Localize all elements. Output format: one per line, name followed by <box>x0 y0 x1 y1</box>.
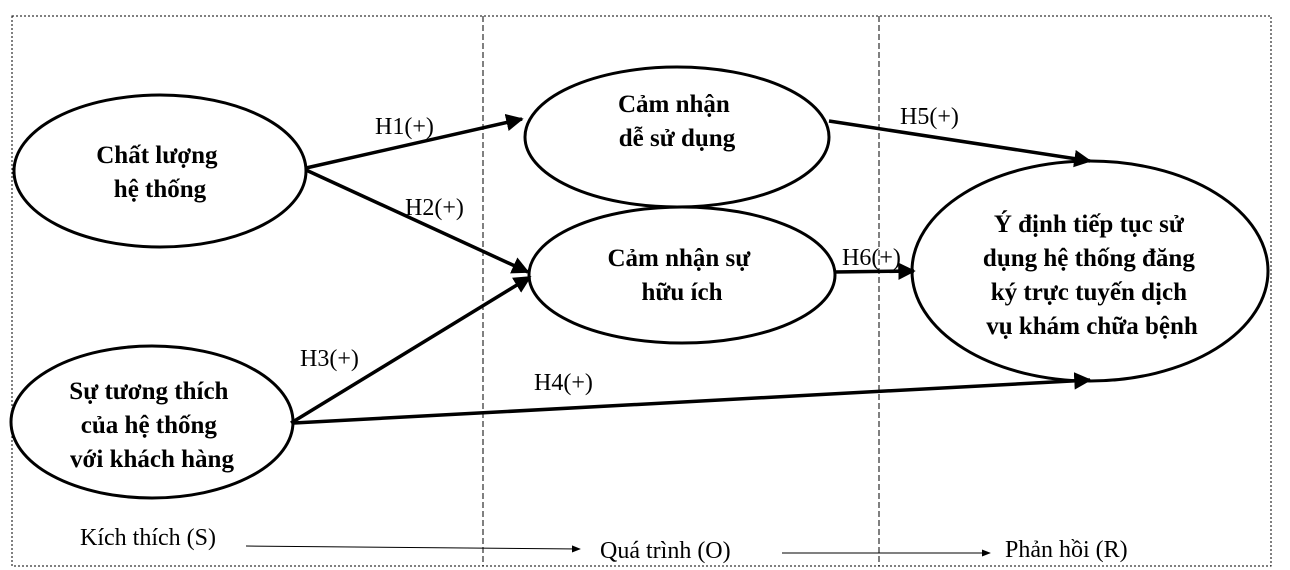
stage-arrow-s-to-o <box>245 545 581 553</box>
label-h1: H1(+) <box>375 114 434 140</box>
node-compatibility-line-3: với khách hàng <box>70 446 234 473</box>
node-usefulness <box>527 205 837 345</box>
arrow-h5 <box>828 119 1092 168</box>
node-compatibility-line-1: Sự tương thích <box>69 378 228 405</box>
outer-frame <box>11 15 1272 567</box>
arrow-h4 <box>293 372 1092 425</box>
node-system-quality-line-1: Chất lượng <box>96 142 218 169</box>
node-intention-line-2: dụng hệ thống đăng <box>983 245 1195 272</box>
node-compatibility-label: Sự tương thích của hệ thống với khách hà… <box>69 378 234 473</box>
arrow-h1 <box>305 113 524 170</box>
node-system-quality-label: Chất lượng hệ thống <box>96 142 223 203</box>
node-intention-line-3: ký trực tuyến dịch <box>991 279 1187 306</box>
node-intention-label: Ý định tiếp tục sử dụng hệ thống đăng ký… <box>983 210 1201 340</box>
node-usefulness-line-2: hữu ích <box>641 279 722 306</box>
stage-label-response: Phản hồi (R) <box>1005 537 1128 563</box>
node-usefulness-label: Cảm nhận sự hữu ích <box>607 245 756 306</box>
node-compatibility-line-2: của hệ thống <box>81 412 218 439</box>
node-usefulness-line-1: Cảm nhận sự <box>607 245 751 272</box>
node-ease-of-use-line-1: Cảm nhận <box>618 91 730 118</box>
stage-label-organism: Quá trình (O) <box>600 538 731 564</box>
label-h4: H4(+) <box>534 370 593 396</box>
arrow-h6 <box>833 262 916 280</box>
label-h3: H3(+) <box>300 346 359 372</box>
arrow-h3 <box>290 275 532 425</box>
node-ease-of-use-label: Cảm nhận dễ sử dụng <box>618 91 736 152</box>
stage-label-stimulus: Kích thích (S) <box>80 525 216 551</box>
label-h5: H5(+) <box>900 104 959 130</box>
node-system-quality <box>12 93 308 249</box>
label-h2: H2(+) <box>405 195 464 221</box>
node-system-quality-line-2: hệ thống <box>114 176 207 203</box>
node-ease-of-use-line-2: dễ sử dụng <box>619 125 736 152</box>
node-intention-line-1: Ý định tiếp tục sử <box>994 210 1185 238</box>
node-intention-line-4: vụ khám chữa bệnh <box>986 313 1198 340</box>
label-h6: H6(+) <box>842 245 901 271</box>
arrow-h2 <box>305 168 530 274</box>
